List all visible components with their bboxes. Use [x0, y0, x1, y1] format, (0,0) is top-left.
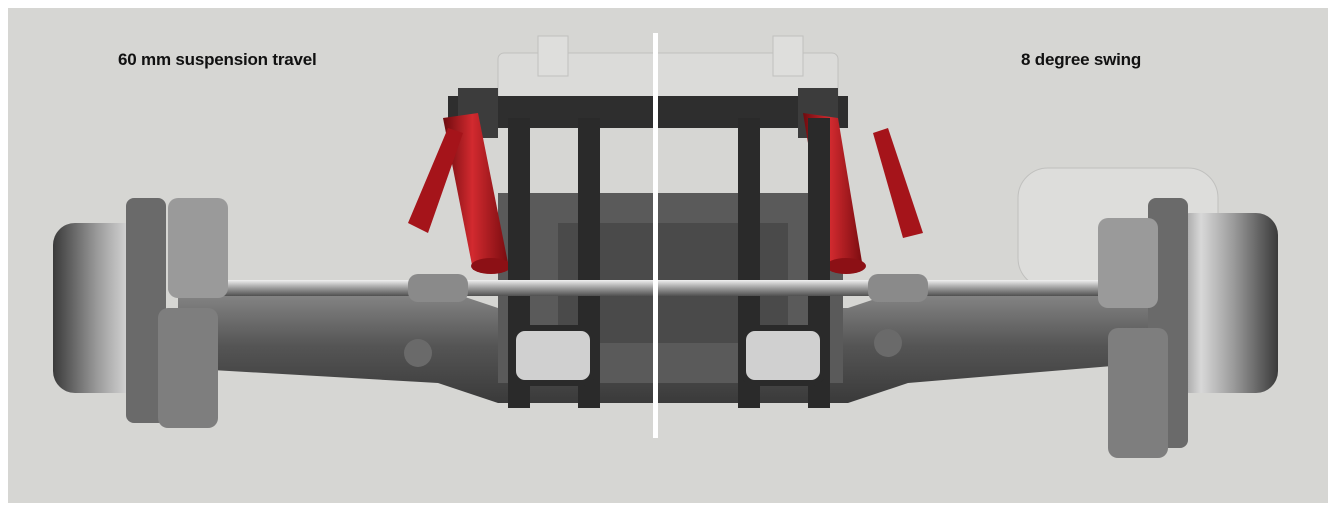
right-wheel-hub — [1098, 198, 1278, 458]
caption-suspension-travel: 60 mm suspension travel — [118, 50, 317, 69]
caption-degree-swing: 8 degree swing — [1021, 50, 1142, 69]
vertical-link-left — [508, 118, 600, 408]
axle-render — [53, 33, 1278, 458]
shock-absorber-left — [408, 113, 511, 274]
left-wheel-hub — [53, 198, 228, 428]
tie-rod — [168, 280, 1168, 296]
center-divider — [653, 33, 658, 438]
axle-illustration: 60 mm suspension travel 8 degree swing — [8, 8, 1328, 503]
vertical-link-right — [738, 118, 830, 408]
